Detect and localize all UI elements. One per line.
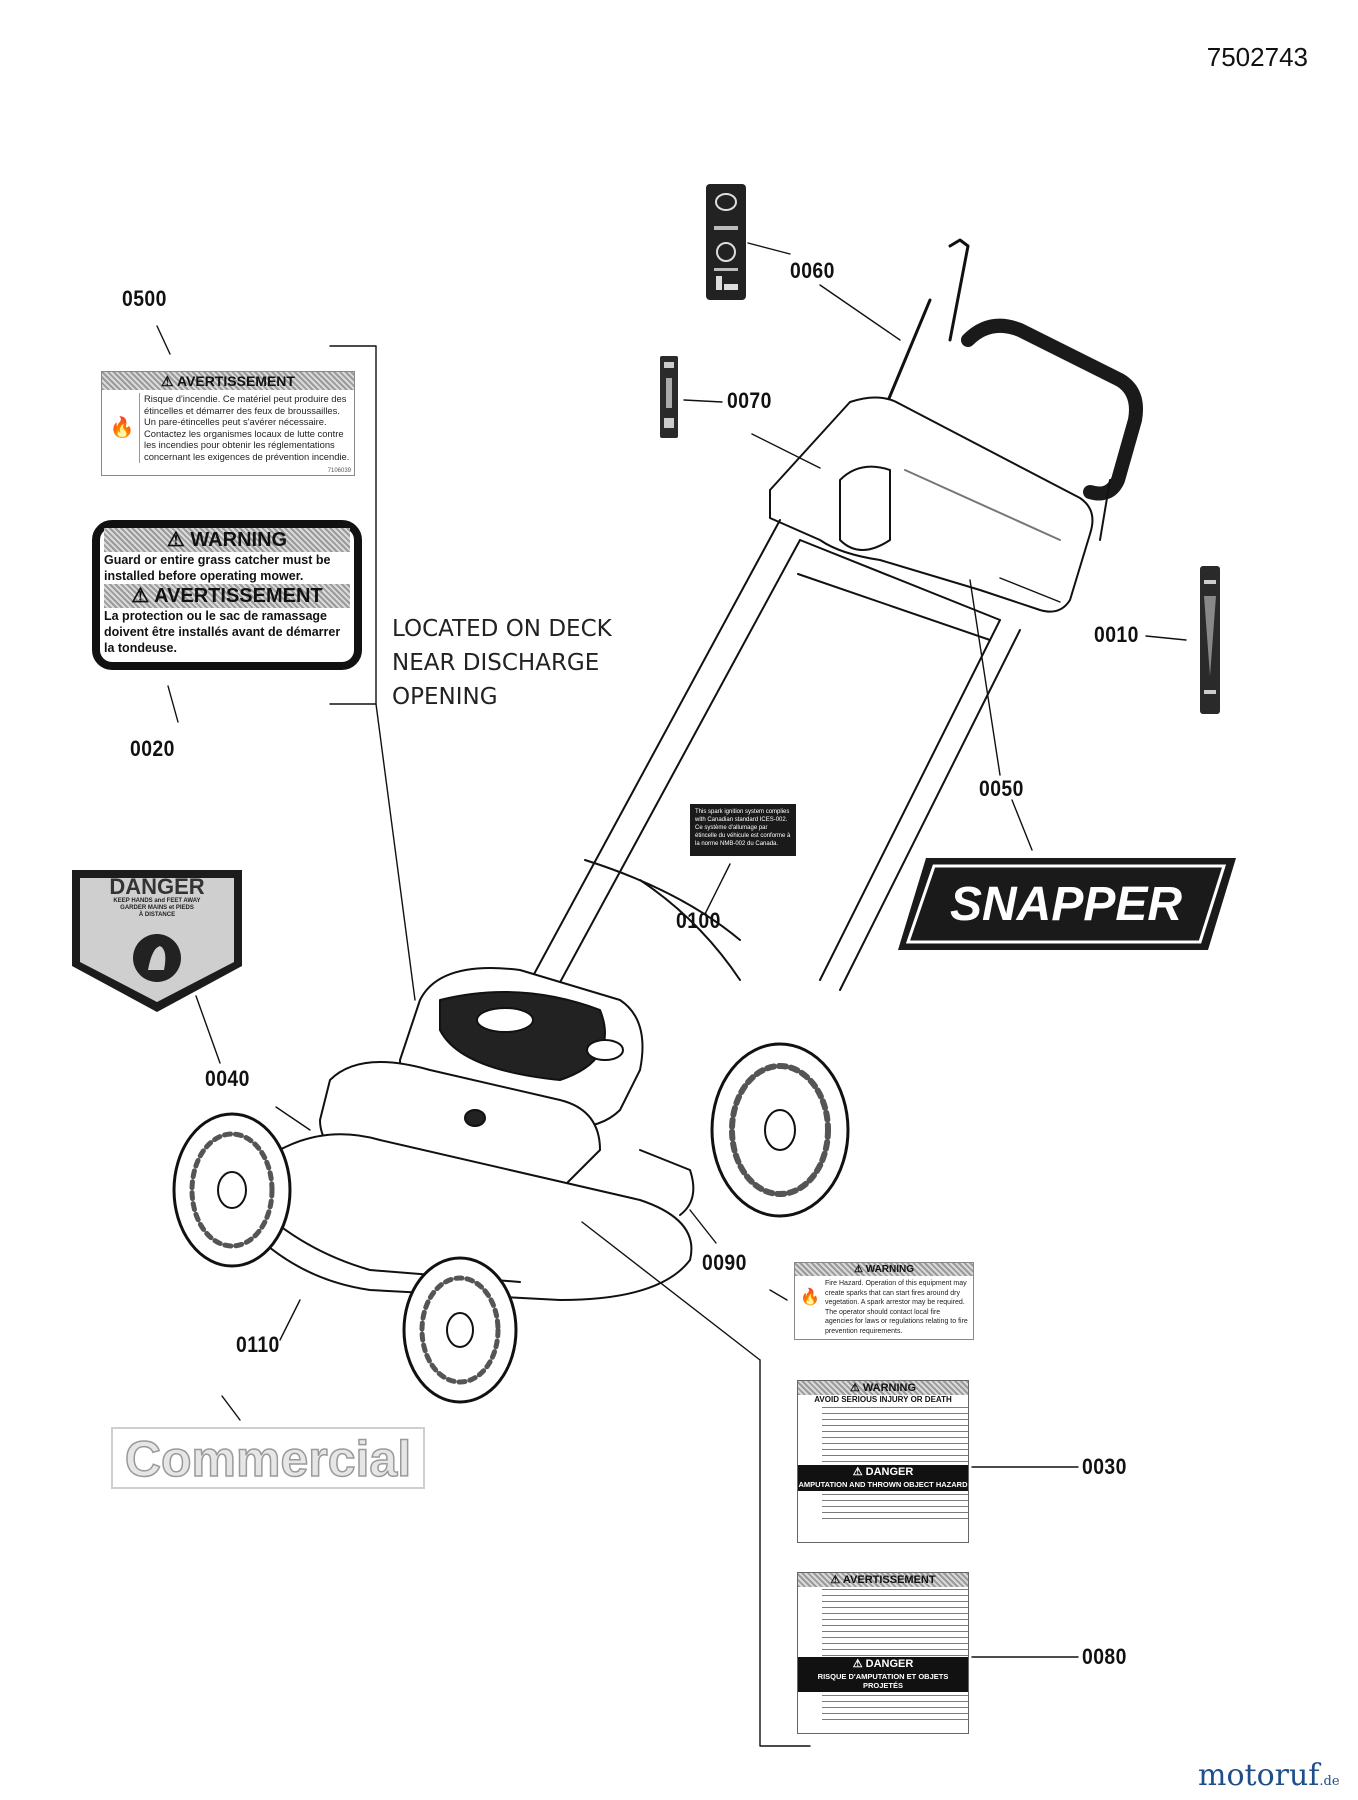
decal-0080-header: ⚠ AVERTISSEMENT: [798, 1573, 968, 1587]
decal-0040-line-2: GARDER MAINS et PIEDS: [120, 905, 194, 911]
fire-icon: 🔥: [105, 393, 140, 463]
decal-0030-sub: AVOID SERIOUS INJURY OR DEATH: [814, 1395, 952, 1404]
decal-0030-danger-sub: AMPUTATION AND THROWN OBJECT HAZARD: [798, 1480, 968, 1491]
decal-0020-text-en: Guard or entire grass catcher must be in…: [104, 553, 331, 583]
snapper-logo-text: SNAPPER: [950, 878, 1182, 931]
decal-0040-line-3: À DISTANCE: [138, 912, 176, 918]
callout-0060: 0060: [790, 258, 835, 283]
decal-0080-danger-sub: RISQUE D'AMPUTATION ET OBJETS PROJETÉS: [798, 1672, 968, 1692]
decal-0080-danger: ⚠ DANGER: [798, 1657, 968, 1672]
danger-shield: [72, 870, 242, 1012]
decal-0500-text: Risque d'incendie. Ce matériel peut prod…: [144, 393, 350, 462]
callout-0100: 0100: [676, 908, 721, 933]
watermark: motoruf.de: [1198, 1758, 1340, 1793]
decal-0030-header: ⚠ WARNING: [798, 1381, 968, 1395]
decal-0040-line-1: KEEP HANDS and FEET AWAY: [113, 898, 201, 904]
callout-0090: 0090: [702, 1250, 747, 1275]
commercial-logo: Commercial: [111, 1427, 425, 1489]
note-line-3: OPENING: [392, 684, 498, 710]
decal-0020-header-fr: ⚠ AVERTISSEMENT: [104, 584, 350, 608]
decal-0020-text-fr: La protection ou le sac de ramassage doi…: [104, 609, 341, 655]
height-adjust-icon: [1204, 580, 1216, 694]
speed-control-icon: [664, 362, 674, 428]
decal-0040-header: DANGER: [109, 874, 205, 899]
decal-0020: ⚠ WARNING Guard or entire grass catcher …: [92, 520, 362, 670]
document-number: 7502743: [1206, 42, 1308, 72]
callout-0030: 0030: [1082, 1454, 1127, 1479]
decal-0010: [1200, 566, 1220, 714]
rear-wheel: [710, 1042, 850, 1218]
throttle-icon: [714, 193, 738, 290]
decal-0030: ⚠ WARNING AVOID SERIOUS INJURY OR DEATH …: [797, 1380, 969, 1543]
deck-location-note: LOCATED ON DECK NEAR DISCHARGE OPENING: [392, 612, 652, 714]
note-line-2: NEAR DISCHARGE: [392, 650, 600, 676]
decal-0090-text: Fire Hazard. Operation of this equipment…: [825, 1280, 968, 1335]
decal-0080: ⚠ AVERTISSEMENT ⚠ DANGER RISQUE D'AMPUTA…: [797, 1572, 969, 1734]
front-right-wheel: [402, 1256, 518, 1404]
callout-0050: 0050: [979, 776, 1024, 801]
decal-0020-header-en: ⚠ WARNING: [104, 528, 350, 552]
control-box: [769, 396, 1094, 613]
note-line-1: LOCATED ON DECK: [392, 616, 612, 642]
decal-0500-header: ⚠ AVERTISSEMENT: [102, 372, 354, 390]
watermark-suffix: .de: [1319, 1774, 1340, 1789]
decal-0090-header: ⚠ WARNING: [795, 1263, 973, 1276]
fire-icon: 🔥: [800, 1289, 820, 1306]
decal-0070: [660, 356, 678, 438]
decal-0100: This spark ignition system complies with…: [690, 804, 796, 856]
snapper-logo: SNAPPER: [898, 858, 1236, 950]
commercial-logo-text: Commercial: [125, 1431, 411, 1487]
decal-0090: ⚠ WARNING 🔥 Fire Hazard. Operation of th…: [794, 1262, 974, 1340]
callout-0070: 0070: [727, 388, 772, 413]
callout-0010: 0010: [1094, 622, 1139, 647]
callout-0500: 0500: [122, 286, 167, 311]
decal-0040: DANGER KEEP HANDS and FEET AWAY GARDER M…: [68, 866, 246, 1016]
decal-0060: [706, 184, 746, 300]
callout-0020: 0020: [130, 736, 175, 761]
decal-0080-fine-print: [822, 1589, 968, 1657]
callout-0110: 0110: [236, 1332, 280, 1357]
callout-0080: 0080: [1082, 1644, 1127, 1669]
decal-0030-danger: ⚠ DANGER: [798, 1465, 968, 1480]
decal-0080-fine-print-2: [822, 1695, 968, 1721]
decal-0030-fine-print-2: [822, 1494, 968, 1520]
decal-0500: ⚠ AVERTISSEMENT 🔥 Risque d'incendie. Ce …: [101, 371, 355, 476]
callout-0040: 0040: [205, 1066, 250, 1091]
watermark-text: motoruf: [1198, 1758, 1320, 1793]
decal-0500-code: 7106039: [327, 468, 351, 474]
decal-0030-fine-print: [822, 1407, 968, 1465]
front-left-wheel: [172, 1112, 292, 1268]
